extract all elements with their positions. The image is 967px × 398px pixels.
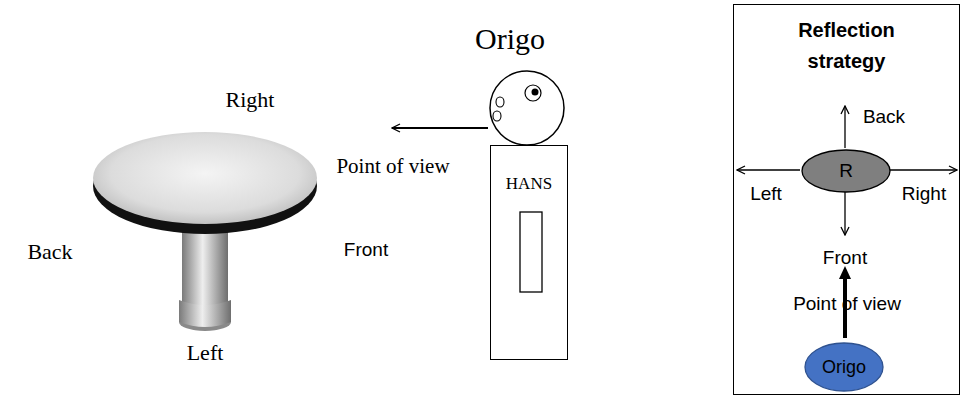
- table-side-label: Right: [226, 88, 275, 112]
- box-heading: Reflection strategy: [772, 15, 922, 77]
- direction-label: Back: [863, 107, 905, 128]
- direction-arrows: [737, 106, 957, 338]
- strategy-panel: Reflection strategyR Origo: [733, 4, 960, 395]
- box-heading: HANS: [506, 174, 552, 194]
- view-label: Point of view: [336, 155, 449, 178]
- ellipse-shape: [802, 150, 890, 192]
- table-side-label: Left: [187, 341, 224, 365]
- shape-label: Origo: [822, 357, 866, 378]
- table-side-label: Back: [27, 240, 72, 264]
- direction-label: Left: [750, 184, 782, 205]
- shape-label: R: [839, 160, 853, 182]
- view-label: Point of view: [793, 294, 901, 315]
- table-illustration: [93, 132, 317, 331]
- origo-circle: Origo: [804, 342, 884, 392]
- table-side-label: Front: [344, 240, 388, 261]
- ellipse-shape: [805, 343, 883, 391]
- person-figure: [392, 71, 564, 292]
- direction-label: Front: [823, 248, 867, 269]
- direction-label: Right: [902, 184, 946, 205]
- reflection-ellipse: R: [801, 149, 891, 193]
- body-box: HANS: [490, 145, 568, 360]
- person-name: Origo: [475, 22, 545, 55]
